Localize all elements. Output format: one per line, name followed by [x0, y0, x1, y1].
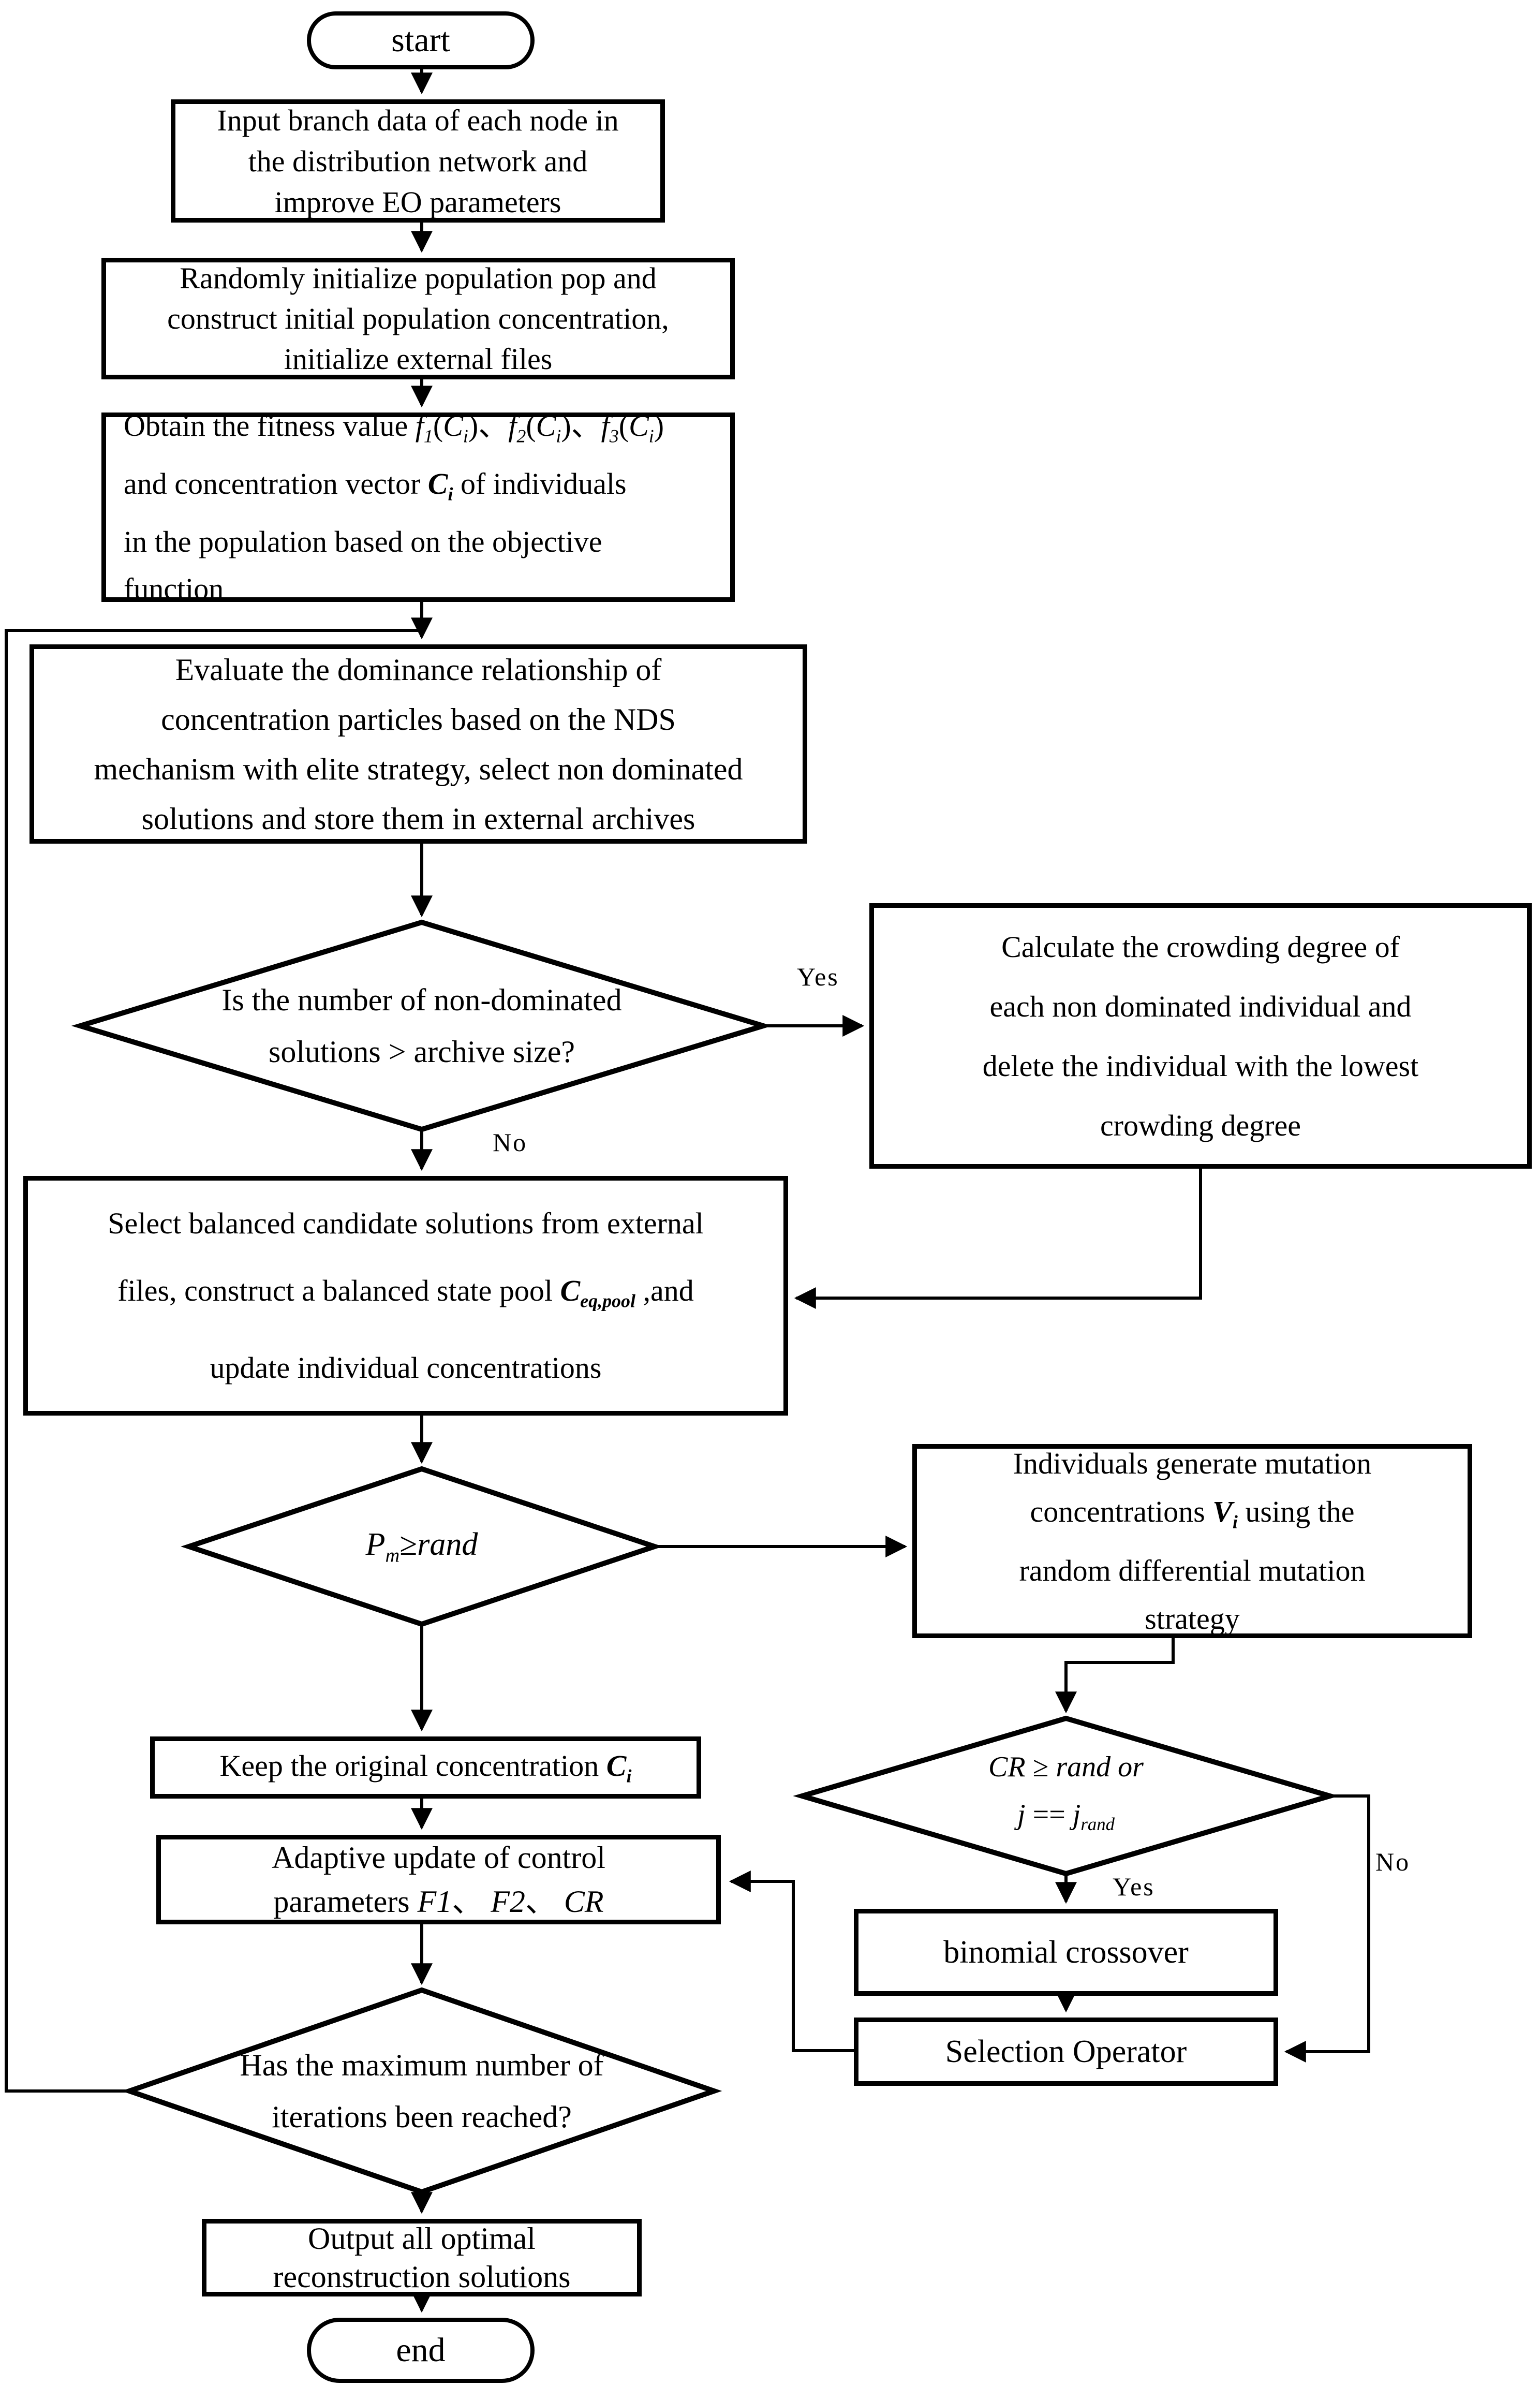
text-line: Input branch data of each node in [217, 103, 619, 137]
text-line: files, construct a balanced state pool C… [117, 1273, 694, 1312]
text-line: Output all optimal [308, 2221, 536, 2256]
text-line: crowding degree [1100, 1108, 1301, 1142]
process-binomial-crossover: binomial crossover [854, 1909, 1278, 1996]
text-line: Selection Operator [945, 2034, 1187, 2069]
process-selection-operator: Selection Operator [854, 2018, 1278, 2086]
connector-mutation-to-cr-check [1055, 1638, 1175, 1714]
process-keep-concentration: Keep the original concentration Ci [150, 1736, 701, 1799]
process-obtain-fitness: Obtain the fitness value f1(Ci)、f2(Ci)、f… [101, 409, 735, 606]
text-line: and concentration vector Ci of individua… [124, 467, 627, 505]
text-line: CR ≥ rand or [988, 1751, 1144, 1784]
connector-loop-return [5, 629, 420, 2093]
text-line: the distribution network and [248, 144, 588, 178]
decision-cr-check: CR ≥ rand or j == jrand [880, 1748, 1252, 1844]
connector-crowding-to-select [794, 1169, 1202, 1309]
text-line: each non dominated individual and [989, 989, 1412, 1023]
text-line: reconstruction solutions [273, 2260, 571, 2294]
decision-iter-check: Has the maximum number of iterations bee… [171, 2038, 673, 2144]
edge-label-yes: Yes [1113, 1872, 1155, 1901]
end-node: end [307, 2318, 535, 2383]
text-line: mechanism with elite strategy, select no… [94, 752, 743, 786]
text-line: in the population based on the objective [124, 524, 602, 558]
text-line: Adaptive update of control [272, 1840, 605, 1875]
text-line: iterations been reached? [272, 2100, 572, 2134]
text-line: function [124, 571, 224, 606]
start-node: start [307, 11, 535, 69]
process-output-solutions: Output all optimal reconstruction soluti… [202, 2219, 642, 2296]
edge-label-no: No [493, 1128, 528, 1157]
text-line: update individual concentrations [210, 1351, 602, 1385]
process-mutation-concentrations: Individuals generate mutation concentrat… [912, 1444, 1472, 1638]
text-line: Randomly initialize population pop and [180, 261, 657, 295]
text-line: Evaluate the dominance relationship of [175, 652, 662, 687]
start-label: start [391, 21, 450, 59]
connector-selection-to-adaptive [729, 1871, 854, 2052]
text-line: parameters F1、 F2、 CR [273, 1884, 604, 1919]
text-line: Keep the original concentration Ci [219, 1748, 632, 1787]
text-line: concentrations Vi using the [1030, 1495, 1355, 1533]
text-line: improve EO parameters [274, 185, 561, 219]
process-select-balanced-pool: Select balanced candidate solutions from… [23, 1176, 788, 1416]
text-line: random differential mutation [1019, 1553, 1366, 1587]
connector-cr-no [1284, 1794, 1370, 2063]
text-line: initialize external files [284, 342, 553, 376]
text-line: Select balanced candidate solutions from… [108, 1206, 704, 1240]
decision-archive-check: Is the number of non-dominated solutions… [132, 969, 712, 1083]
process-initialize-population: Randomly initialize population pop and c… [101, 258, 735, 379]
text-line: concentration particles based on the NDS [161, 702, 676, 737]
process-crowding-degree: Calculate the crowding degree of each no… [869, 903, 1532, 1169]
text-line: construct initial population concentrati… [167, 301, 669, 335]
process-input-branch-data: Input branch data of each node in the di… [171, 99, 665, 223]
text-line: Individuals generate mutation [1013, 1447, 1372, 1481]
decision-archive-check-shape [71, 919, 773, 1132]
text-line: strategy [1145, 1601, 1240, 1636]
decision-cr-check-shape [793, 1715, 1339, 1877]
text-line: solutions > archive size? [268, 1035, 575, 1069]
text-line: delete the individual with the lowest [982, 1049, 1419, 1083]
process-evaluate-dominance: Evaluate the dominance relationship of c… [29, 644, 807, 844]
decision-iter-check-shape [121, 1987, 722, 2195]
end-label: end [396, 2331, 446, 2369]
text-line: Pm≥rand [365, 1526, 478, 1567]
process-adaptive-update: Adaptive update of control parameters F1… [156, 1835, 721, 1924]
decision-pm-check-shape [181, 1466, 663, 1627]
text-line: binomial crossover [943, 1934, 1189, 1970]
edge-label-no: No [1375, 1847, 1411, 1876]
text-line: Obtain the fitness value f1(Ci)、f2(Ci)、f… [124, 409, 664, 447]
text-line: solutions and store them in external arc… [141, 801, 695, 836]
decision-pm-check: Pm≥rand [241, 1515, 603, 1578]
edge-label-yes: Yes [797, 962, 839, 991]
text-line: Calculate the crowding degree of [1001, 930, 1400, 964]
text-line: j == jrand [1017, 1799, 1115, 1835]
text-line: Is the number of non-dominated [221, 983, 622, 1017]
text-line: Has the maximum number of [240, 2048, 604, 2082]
